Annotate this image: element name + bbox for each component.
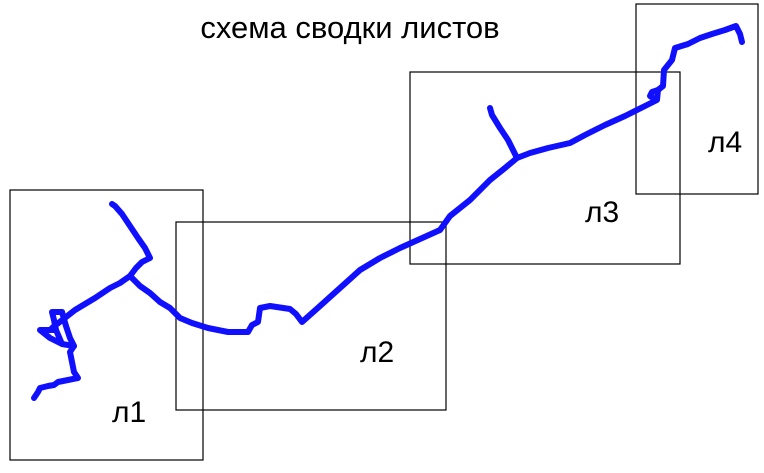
- sheet-label-2: л2: [360, 336, 394, 369]
- route-main-line: [49, 23, 745, 335]
- sheet-frame-1: [9, 189, 204, 461]
- sheet-frame-4: [635, 3, 759, 195]
- sheet-label-4: л4: [708, 126, 742, 159]
- pipeline-route: [31, 23, 745, 401]
- route-branch-west-3: [53, 327, 65, 347]
- sheet-frame-3: [409, 71, 681, 265]
- route-branch-l3: [487, 105, 520, 161]
- route-branch-west: [31, 309, 81, 401]
- diagram-title: схема сводки листов: [200, 10, 500, 45]
- sheet-label-3: л3: [585, 196, 619, 229]
- route-branch-west-2: [59, 309, 77, 349]
- route-branch-l4-loop: [647, 87, 661, 103]
- sheet-label-1: л1: [112, 396, 146, 429]
- route-branch-north: [109, 201, 153, 279]
